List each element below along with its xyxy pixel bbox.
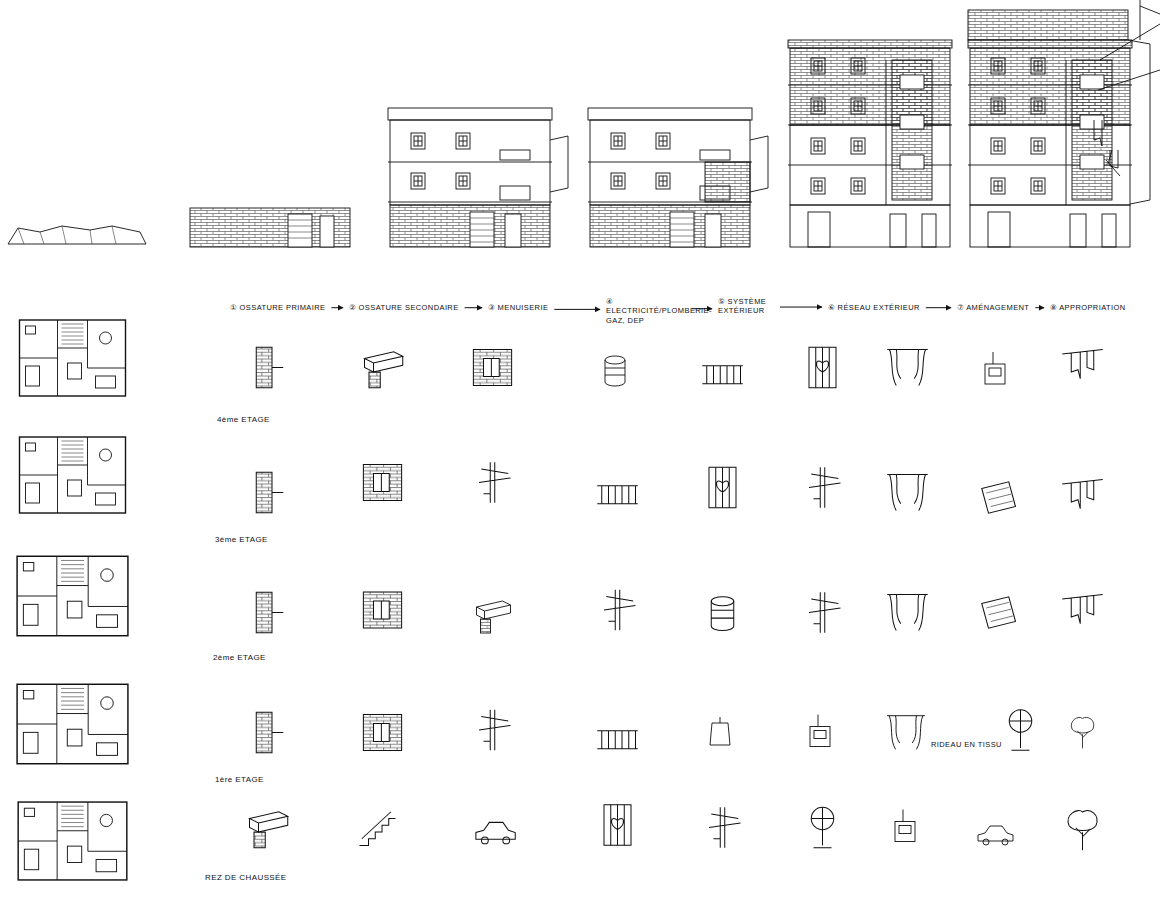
house-stage-3 bbox=[588, 108, 768, 247]
heading-text: ⑤ SYSTÈME EXTÉRIEUR bbox=[718, 297, 774, 316]
house-stage-4 bbox=[788, 40, 952, 247]
step-heading: ⑥ RÉSEAU EXTÉRIEUR bbox=[826, 302, 922, 313]
floor-label: REZ DE CHAUSSÉE bbox=[204, 873, 288, 882]
heading-text: ⑧ APPROPRIATION bbox=[1050, 303, 1126, 312]
floor-label: 1ère ETAGE bbox=[214, 775, 265, 784]
floor-plan bbox=[17, 556, 128, 635]
step-heading: ④ ELECTRICITÉ/PLOMBERIE-GAZ, DEP bbox=[604, 296, 688, 326]
floor-plan bbox=[18, 802, 127, 880]
detail-sketches bbox=[250, 347, 1103, 850]
floor-plan bbox=[17, 684, 128, 763]
heading-text: ④ ELECTRICITÉ/PLOMBERIE-GAZ, DEP bbox=[606, 297, 686, 325]
floor-label: 3ème ETAGE bbox=[214, 535, 269, 544]
sequence-arrow bbox=[331, 307, 343, 308]
ground-wall bbox=[190, 208, 350, 247]
floor-plan bbox=[20, 320, 126, 396]
sequence-arrow bbox=[926, 307, 951, 308]
heading-text: ③ MENUISERIE bbox=[488, 303, 548, 312]
heading-text: ① OSSATURE PRIMAIRE bbox=[230, 303, 325, 312]
house-stage-2 bbox=[388, 108, 568, 247]
sequence-arrow bbox=[465, 307, 482, 308]
step-heading: ① OSSATURE PRIMAIRE bbox=[228, 302, 327, 313]
step-heading: ② OSSATURE SECONDAIRE bbox=[347, 302, 461, 313]
step-heading: ⑦ AMÉNAGEMENT bbox=[955, 302, 1031, 313]
floor-plan bbox=[20, 437, 126, 513]
step-heading: ⑧ APPROPRIATION bbox=[1048, 302, 1128, 313]
sequence-arrow bbox=[780, 307, 822, 308]
annotation: RIDEAU EN TISSU bbox=[930, 740, 1003, 749]
house-stage-5 bbox=[968, 0, 1160, 247]
floor-label: 4ème ETAGE bbox=[216, 415, 271, 424]
sequence-arrow bbox=[554, 309, 600, 310]
step-heading: ③ MENUISERIE bbox=[486, 302, 550, 313]
sequence-arrow bbox=[692, 308, 712, 309]
tent bbox=[8, 226, 146, 244]
heading-text: ⑦ AMÉNAGEMENT bbox=[957, 303, 1029, 312]
heading-text: ② OSSATURE SECONDAIRE bbox=[349, 303, 459, 312]
step-heading: ⑤ SYSTÈME EXTÉRIEUR bbox=[716, 296, 776, 317]
sequence-arrow bbox=[1035, 307, 1044, 308]
heading-text: ⑥ RÉSEAU EXTÉRIEUR bbox=[828, 303, 920, 312]
floor-label: 2ème ETAGE bbox=[212, 653, 267, 662]
